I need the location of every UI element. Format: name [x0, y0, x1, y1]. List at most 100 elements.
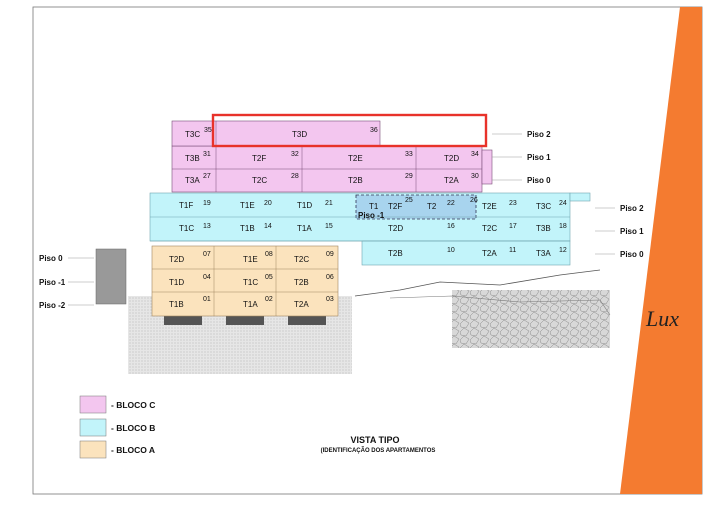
unit-number: 26 — [470, 197, 478, 204]
unit-number: 02 — [265, 296, 273, 303]
bloco-b-t1-dark — [355, 194, 477, 220]
unit-label: T1 — [369, 202, 379, 211]
unit-label: T1C — [179, 224, 194, 233]
unit-number: 14 — [264, 223, 272, 230]
unit-number: 30 — [471, 173, 479, 180]
unit-label: T1D — [169, 278, 184, 287]
legend-label: - BLOCO B — [111, 423, 155, 433]
bloco-b — [149, 192, 591, 266]
unit-number: 07 — [203, 251, 211, 258]
floor-labels-bloco-a: Piso 0 Piso -1 Piso -2 — [39, 254, 94, 310]
unit-label: T3D — [292, 130, 307, 139]
unit-label: T1C — [243, 278, 258, 287]
unit-label: T2E — [482, 202, 497, 211]
floor-label: Piso 2 — [527, 130, 551, 139]
garage-opening-2 — [226, 316, 264, 325]
bloco-c-top — [171, 120, 381, 147]
unit-number: 04 — [203, 274, 211, 281]
highlight-t3d — [211, 113, 488, 148]
unit-number: 11 — [509, 247, 516, 254]
unit-number: 01 — [203, 296, 211, 303]
unit-number: 13 — [203, 223, 211, 230]
unit-label: T1E — [240, 201, 255, 210]
unit-label: T3C — [536, 202, 551, 211]
unit-label: T2E — [348, 154, 363, 163]
unit-label: T2C — [482, 224, 497, 233]
floor-label: Piso 2 — [620, 204, 644, 213]
unit-number: 12 — [559, 247, 567, 254]
unit-number: 35 — [204, 127, 212, 134]
unit-label: T2F — [388, 202, 402, 211]
unit-number: 27 — [203, 173, 211, 180]
unit-number: 09 — [326, 251, 334, 258]
unit-number: 32 — [291, 151, 299, 158]
unit-label: T2 — [427, 202, 437, 211]
unit-number: 24 — [559, 200, 567, 207]
unit-label: T1F — [179, 201, 193, 210]
legend-label: - BLOCO A — [111, 445, 155, 455]
terrain-rock — [452, 290, 610, 348]
bloco-a — [151, 245, 339, 317]
unit-number: 21 — [325, 200, 333, 207]
unit-label: T1B — [240, 224, 255, 233]
drawing-subtitle: (IDENTIFICAÇÃO DOS APARTAMENTOS — [321, 447, 436, 454]
unit-number: 34 — [471, 151, 479, 158]
unit-label: T2C — [294, 255, 309, 264]
floor-label: Piso 0 — [527, 176, 551, 185]
unit-number: 18 — [559, 223, 567, 230]
unit-label: T3A — [185, 176, 200, 185]
inner-floor-label: Piso -1 — [358, 211, 385, 220]
unit-label: T2B — [348, 176, 363, 185]
legend: - BLOCO C - BLOCO B - BLOCO A — [79, 395, 155, 459]
bloco-b-balcony — [569, 192, 591, 202]
unit-number: 16 — [447, 223, 455, 230]
unit-number: 29 — [405, 173, 413, 180]
unit-number: 08 — [265, 251, 273, 258]
unit-number: 15 — [325, 223, 333, 230]
floor-labels-bloco-c: Piso 2 Piso 1 Piso 0 — [492, 130, 551, 185]
garage-opening-1 — [164, 316, 202, 325]
floor-label: Piso -2 — [39, 301, 66, 310]
unit-number: 31 — [203, 151, 211, 158]
legend-swatch-bloco-a — [79, 440, 107, 459]
unit-number: 36 — [370, 127, 378, 134]
unit-label: T3C — [185, 130, 200, 139]
unit-number: 05 — [265, 274, 273, 281]
unit-label: T2B — [388, 249, 403, 258]
garage-opening-3 — [288, 316, 326, 325]
bloco-a-main — [151, 245, 339, 317]
terrain-line-2 — [389, 295, 611, 316]
drawing-title: VISTA TIPO — [350, 435, 399, 445]
unit-label: T3B — [536, 224, 551, 233]
bloco-c-labels: T3C 35 T3D 36 T3B 31 T2F 32 T2E 33 T2D 3… — [185, 127, 479, 185]
unit-label: T1A — [243, 300, 258, 309]
unit-number: 03 — [326, 296, 334, 303]
bloco-a-labels: T2D 07 T1E 08 T2C 09 T1D 04 T1C 05 T2B 0… — [169, 251, 334, 309]
unit-label: T2C — [252, 176, 267, 185]
unit-label: T1D — [297, 201, 312, 210]
bloco-b-labels: T1F 19 T1E 20 T1D 21 T1 25 T2F T2 22 T2E… — [179, 197, 567, 258]
unit-label: T1E — [243, 255, 258, 264]
brand-band — [620, 7, 702, 494]
bloco-c-balcony — [481, 149, 493, 185]
unit-number: 10 — [447, 247, 455, 254]
legend-swatch-bloco-c — [79, 395, 107, 414]
unit-label: T1A — [297, 224, 312, 233]
bloco-b-lower — [361, 240, 571, 266]
brand-logo: Lux — [645, 306, 679, 331]
unit-number: 22 — [447, 200, 455, 207]
unit-label: T2A — [294, 300, 309, 309]
bloco-c — [171, 120, 493, 193]
unit-number: 23 — [509, 200, 517, 207]
unit-label: T3B — [185, 154, 200, 163]
floor-label: Piso -1 — [39, 278, 66, 287]
floor-label: Piso 1 — [527, 153, 551, 162]
unit-label: T2B — [294, 278, 309, 287]
unit-label: T1B — [169, 300, 184, 309]
unit-number: 06 — [326, 274, 334, 281]
unit-number: 20 — [264, 200, 272, 207]
floor-label: Piso 0 — [39, 254, 63, 263]
unit-number: 25 — [405, 197, 413, 204]
terrain-line — [354, 269, 601, 297]
